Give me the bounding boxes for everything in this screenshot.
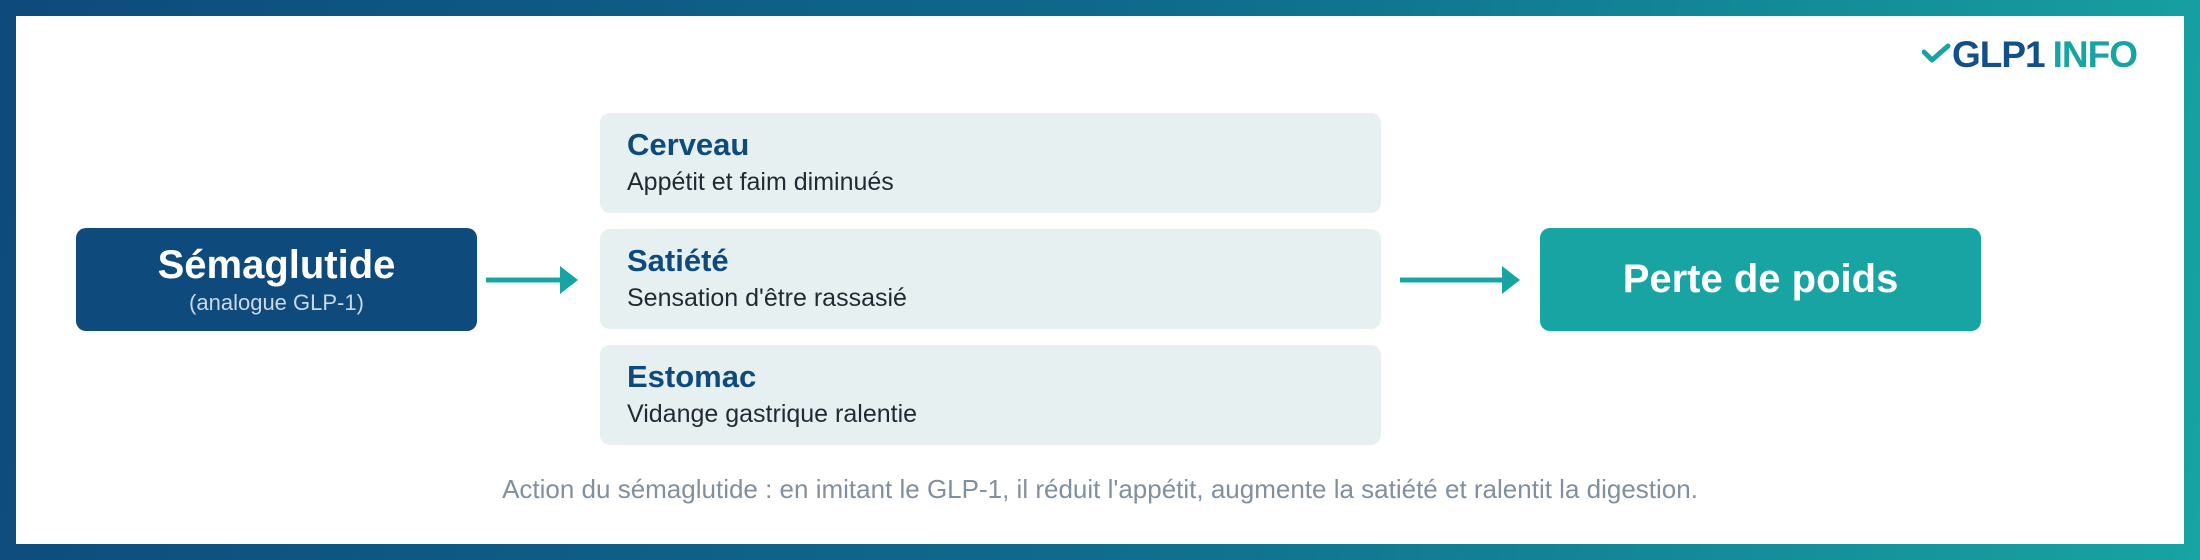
effect-title: Cerveau (627, 127, 750, 162)
effect-description: Sensation d'être rassasié (627, 284, 907, 312)
logo-text-glp1: GLP1 (1952, 34, 2046, 75)
logo-text-info: INFO (2052, 34, 2138, 75)
effect-description: Appétit et faim diminués (627, 168, 894, 196)
effect-card-cerveau: Cerveau Appétit et faim diminués (600, 113, 1381, 213)
effect-card-satiete: Satiété Sensation d'être rassasié (600, 229, 1381, 329)
effect-title: Estomac (627, 359, 757, 394)
arrow-icon (1400, 266, 1520, 294)
glp1-info-logo: GLP1 INFO (1922, 34, 2142, 75)
arrow-icon (486, 266, 578, 294)
checkmark-icon (1922, 43, 1951, 63)
effect-card-estomac: Estomac Vidange gastrique ralentie (600, 345, 1381, 445)
effect-title: Satiété (627, 243, 729, 278)
result-title: Perte de poids (1622, 257, 1899, 301)
drug-box: Sémaglutide (analogue GLP-1) (76, 228, 477, 331)
drug-subtitle: (analogue GLP-1) (189, 289, 364, 315)
result-box: Perte de poids (1540, 228, 1981, 331)
effect-description: Vidange gastrique ralentie (627, 400, 918, 428)
diagram-caption: Action du sémaglutide : en imitant le GL… (502, 474, 1698, 504)
drug-title: Sémaglutide (157, 242, 396, 287)
